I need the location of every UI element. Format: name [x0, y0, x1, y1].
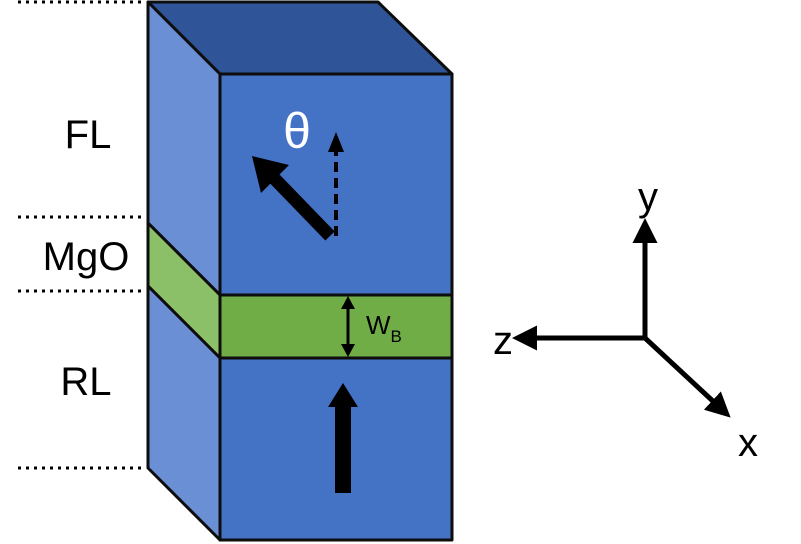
layer-boundaries	[18, 0, 145, 470]
barrier-width-label: WB	[366, 310, 402, 346]
mgo-label: MgO	[43, 235, 130, 279]
reference-direction-icon	[328, 132, 344, 236]
x-axis-label: x	[738, 421, 758, 465]
reference-layer-magnetization-icon	[328, 383, 358, 493]
barrier-width-main: W	[366, 310, 391, 340]
mgo-front-face	[218, 293, 454, 360]
x-axis-arrow-icon	[643, 336, 731, 418]
barrier-width-subscript: B	[391, 327, 402, 346]
y-axis-label: y	[638, 175, 658, 219]
free-layer-magnetization-icon	[252, 156, 335, 241]
mtj-stack	[146, 0, 454, 542]
barrier-width-marker-icon	[341, 296, 355, 357]
coordinate-axes	[512, 218, 731, 418]
z-axis-label: z	[493, 319, 513, 363]
rl-label: RL	[60, 360, 111, 404]
theta-label: θ	[283, 103, 311, 159]
fl-label: FL	[65, 113, 112, 157]
